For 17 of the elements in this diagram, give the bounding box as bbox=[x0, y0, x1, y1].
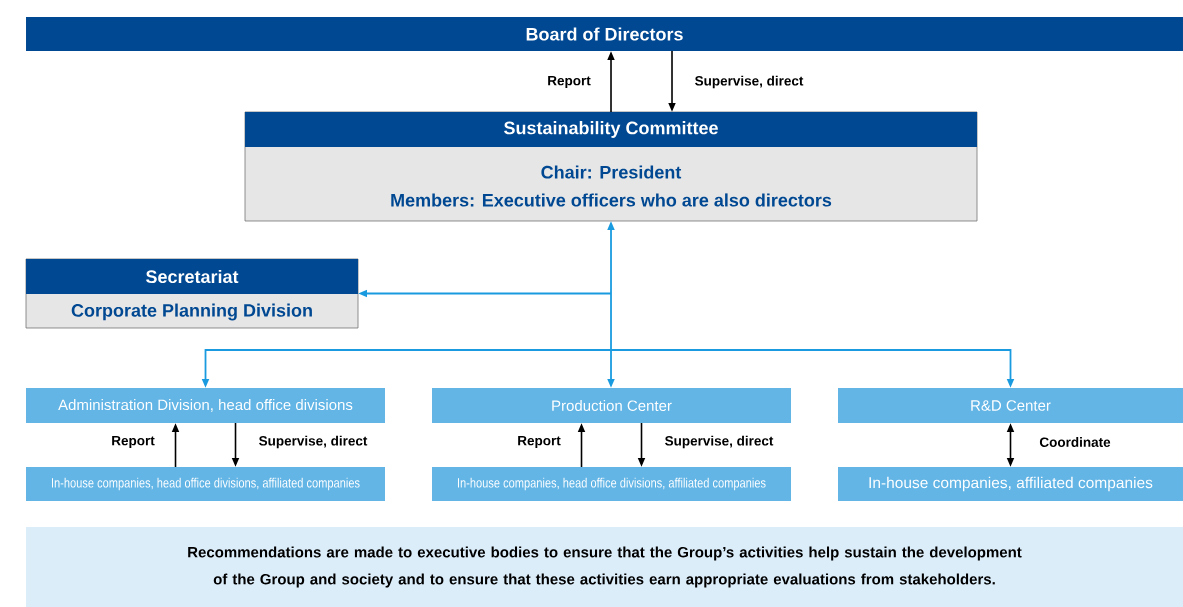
edge-label: Supervise, direct bbox=[257, 434, 369, 450]
edge-label: Supervise, direct bbox=[663, 434, 775, 450]
secretariat-box: Secretariat Corporate Planning Division bbox=[25, 258, 359, 329]
edge-label: Report bbox=[110, 434, 156, 450]
edge-label: Supervise, direct bbox=[693, 74, 805, 90]
division-box: Administration Division, head office divisions bbox=[26, 388, 385, 423]
group-box: In-house companies, head office divisions, affiliated companies bbox=[26, 467, 385, 501]
group-box: In-house companies, affiliated companies bbox=[838, 467, 1183, 501]
note-band: Recommendations are made to executive bodies to ensure that the Group’s activities help sustain the development of the Group and society and to ensure that these activities earn appropriate evaluations from stakeholders. bbox=[26, 527, 1183, 607]
division-box: R&D Center bbox=[838, 388, 1183, 423]
edge-label: Coordinate bbox=[1038, 436, 1112, 448]
header-bar: Board of Directors bbox=[26, 17, 1183, 51]
edge-label: Report bbox=[516, 434, 562, 450]
division-box: Production Center bbox=[432, 388, 791, 423]
group-box: In-house companies, head office divisions, affiliated companies bbox=[432, 467, 791, 501]
committee-box: Sustainability Committee Chair: President Members: Executive officers who are also directors bbox=[244, 111, 978, 222]
edge-label: Report bbox=[546, 74, 592, 90]
